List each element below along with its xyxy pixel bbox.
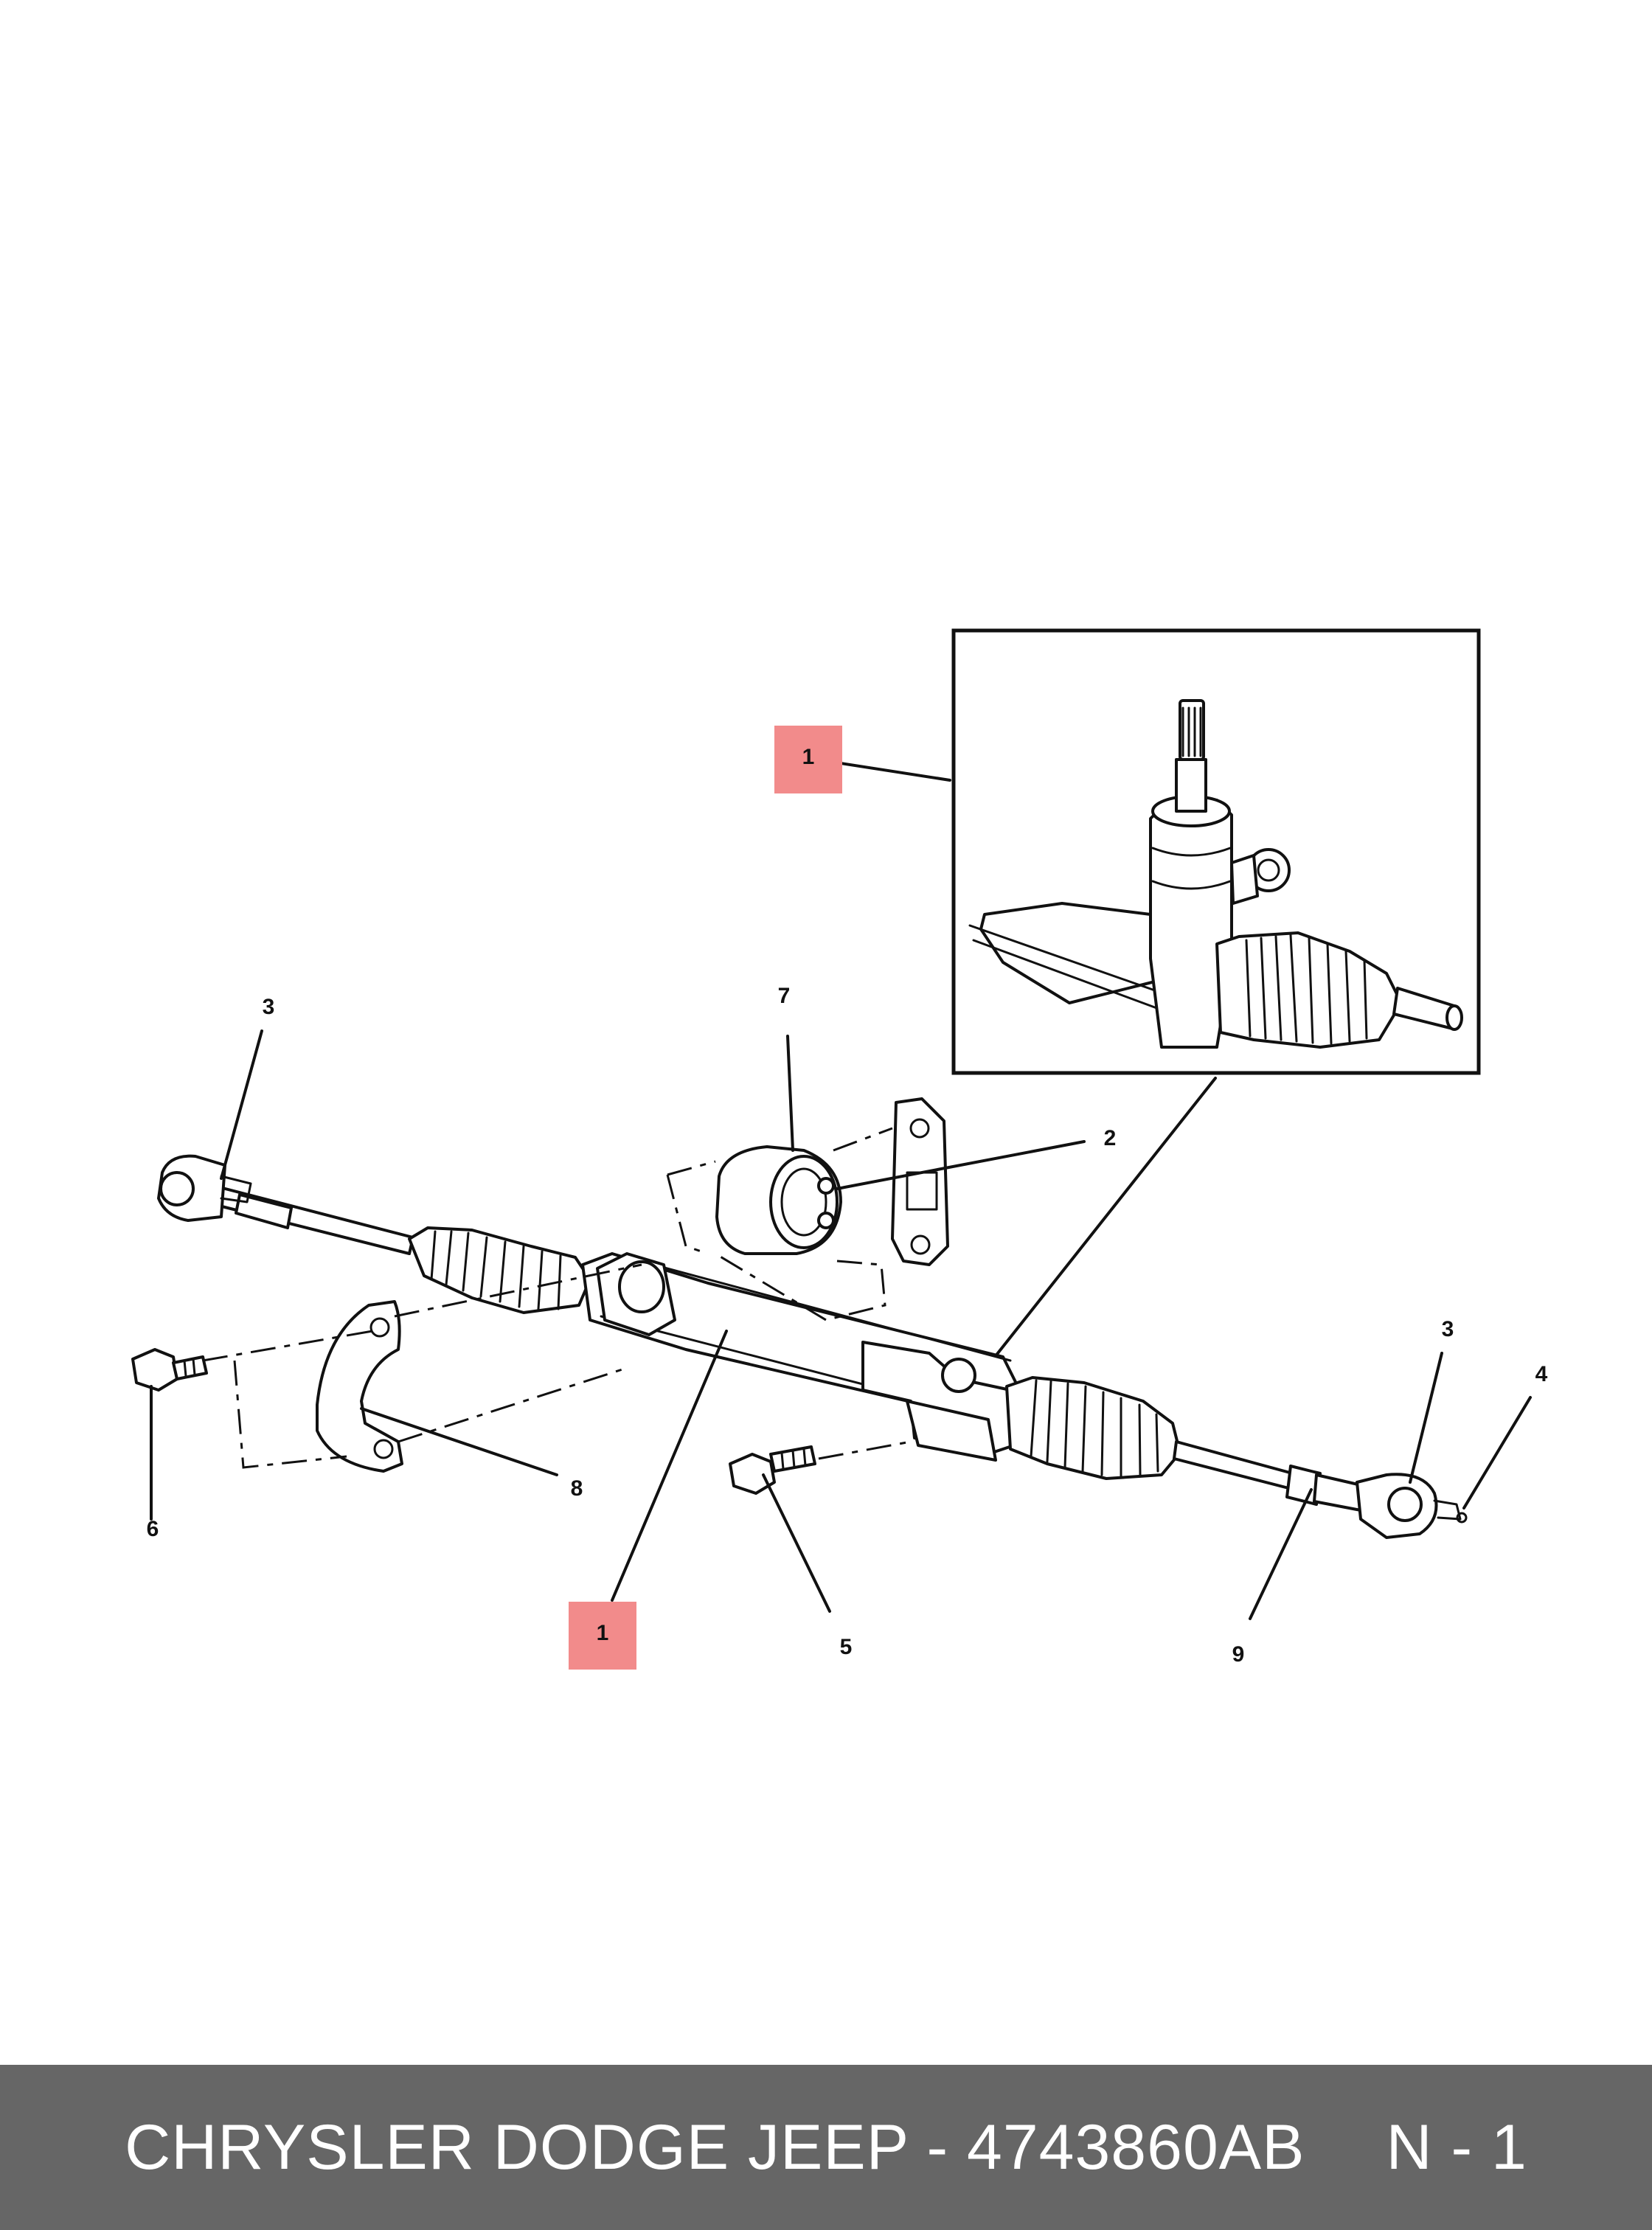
callout-3-right: 3	[1442, 1317, 1454, 1341]
callout-9: 9	[1232, 1642, 1245, 1667]
steering-gear-exploded-diagram: 1 1 2 3 3 4 5 6 7 8 9	[131, 628, 1548, 1670]
left-bracket	[316, 1300, 403, 1473]
bushing-clamp	[715, 1145, 842, 1255]
callout-1-bottom: 1	[597, 1621, 609, 1645]
part-label: CHRYSLER DODGE JEEP - 4743860AB	[125, 2111, 1305, 2183]
callout-3-left: 3	[263, 995, 275, 1019]
callout-1-top: 1	[802, 745, 815, 769]
highlight-box-top	[774, 726, 842, 793]
page-label: N - 1	[1386, 2111, 1527, 2183]
mounting-plate	[891, 1097, 949, 1266]
inset-detail-view	[951, 628, 1481, 1075]
steering-rack-assembly	[157, 1154, 1468, 1539]
callout-4: 4	[1535, 1362, 1548, 1386]
highlight-box-bottom	[569, 1602, 636, 1670]
callout-8: 8	[571, 1476, 583, 1501]
bolt-center	[729, 1445, 816, 1495]
part-number-footer: CHRYSLER DODGE JEEP - 4743860AB N - 1	[0, 2065, 1652, 2230]
callout-5: 5	[840, 1635, 853, 1659]
bolt-left	[131, 1348, 208, 1392]
callout-6: 6	[147, 1517, 159, 1541]
callout-2: 2	[1104, 1126, 1117, 1150]
callout-7: 7	[778, 984, 791, 1008]
